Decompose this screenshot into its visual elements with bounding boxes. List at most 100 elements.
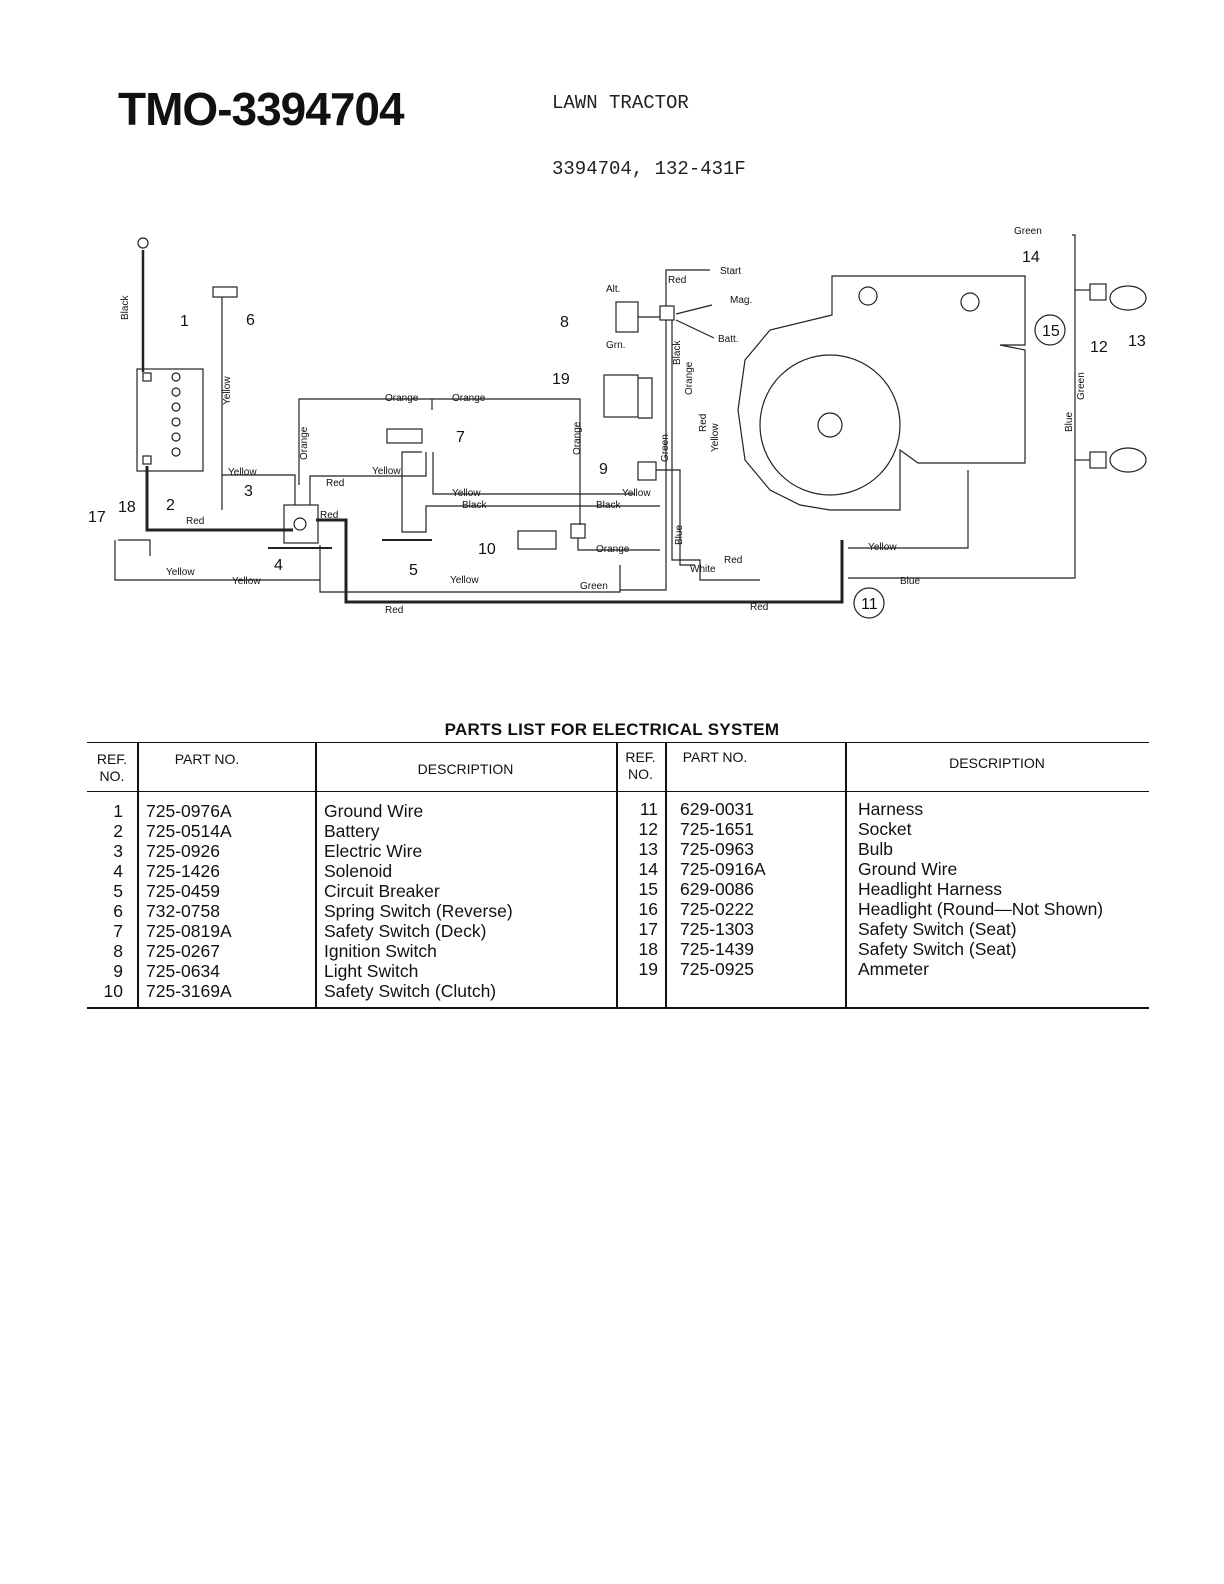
wire-label-red: Red [385, 605, 403, 616]
wire-label-yellow: Yellow [622, 488, 651, 499]
left-part-column: 725-0976A 725-0514A 725-0926 725-1426 72… [146, 801, 311, 1001]
table-cell-part: 725-1303 [680, 919, 754, 939]
wire-label-yellow: Yellow [450, 575, 479, 586]
header-description-left: DESCRIPTION [417, 761, 514, 777]
callout-numbers: 1 2 3 4 5 6 7 8 9 10 11 12 13 14 15 17 1… [88, 249, 1146, 613]
wire-label-red: Red [668, 275, 686, 286]
document-title: LAWN TRACTOR 3394704, 132-431F [552, 48, 746, 202]
table-cell-ref: 3 [113, 841, 123, 861]
terminal-batt: Batt. [718, 334, 739, 345]
wire-label-orange: Orange [299, 426, 310, 460]
header-description-right: DESCRIPTION [949, 755, 1045, 771]
table-cell-part: 732-0758 [146, 901, 220, 921]
wire-label-yellow: Yellow [228, 467, 257, 478]
right-part-column: 629-0031 725-1651 725-0963 725-0916A 629… [680, 799, 840, 979]
table-cell-ref: 2 [113, 821, 123, 841]
table-cell-description: Headlight (Round—Not Shown) [858, 899, 1104, 919]
wire-label-red: Red [186, 516, 204, 527]
wire-label-yellow: Yellow [372, 466, 401, 477]
header-part-no-right: PART NO. [682, 749, 748, 765]
table-cell-description: Ground Wire [324, 801, 424, 821]
table-cell-ref: 12 [638, 819, 658, 839]
table-cell-ref: 13 [638, 839, 658, 859]
wire-label-black: Black [596, 500, 621, 511]
title-line-2: 3394704, 132-431F [552, 158, 746, 180]
table-cell-part: 725-1439 [680, 939, 754, 959]
table-cell-ref: 10 [103, 981, 123, 1001]
table-cell-description: Solenoid [324, 861, 393, 881]
wiring-diagram: Black Yellow Yellow Red Yellow Red Red Y… [88, 226, 1147, 619]
table-cell-part: 725-1426 [146, 861, 220, 881]
battery-shape [136, 368, 204, 472]
wire-label-blue: Blue [674, 525, 685, 545]
wire-label-yellow: Yellow [710, 423, 721, 452]
table-cell-part: 629-0031 [680, 799, 754, 819]
col-divider [845, 743, 847, 1007]
table-cell-part: 725-0222 [680, 899, 754, 919]
wire-label-yellow: Yellow [232, 576, 261, 587]
wire-label-orange: Orange [385, 393, 419, 404]
title-line-1: LAWN TRACTOR [552, 92, 689, 114]
wire-label-orange: Orange [452, 393, 486, 404]
callout-7: 7 [456, 429, 465, 446]
table-cell-description: Bulb [858, 839, 894, 859]
header-part-no-left: PART NO. [174, 751, 240, 767]
wire-label-blue: Blue [1064, 412, 1075, 432]
table-cell-ref: 19 [638, 959, 658, 979]
table-cell-part: 725-0514A [146, 821, 232, 841]
battery-cells [171, 372, 181, 457]
callout-4: 4 [274, 557, 283, 574]
wire-label-blue: Blue [900, 576, 920, 587]
callout-3: 3 [244, 483, 253, 500]
table-cell-description: Harness [858, 799, 924, 819]
col-divider [665, 743, 667, 1007]
wire-label-orange: Orange [684, 361, 695, 395]
callout-10: 10 [478, 541, 496, 558]
table-cell-description: Circuit Breaker [324, 881, 440, 901]
wire-label-black: Black [462, 500, 487, 511]
wire-label-yellow: Yellow [166, 567, 195, 578]
right-ref-column: 11 12 13 14 15 16 17 18 19 [616, 799, 658, 979]
left-description-column: Ground Wire Battery Electric Wire Soleno… [324, 801, 614, 1001]
wire-label-green: Green [1076, 372, 1087, 400]
parts-table: REF. NO. PART NO. DESCRIPTION REF. NO. P… [87, 742, 1149, 1009]
table-cell-description: Ground Wire [858, 859, 958, 879]
ground-terminal [137, 237, 149, 249]
table-cell-ref: 7 [113, 921, 123, 941]
left-ref-column: 1 2 3 4 5 6 7 8 9 10 [87, 801, 123, 1001]
header-ref-no-left: REF. NO. [96, 751, 128, 784]
parts-list-title: PARTS LIST FOR ELECTRICAL SYSTEM [444, 720, 780, 739]
callout-18: 18 [118, 499, 136, 516]
callout-17: 17 [88, 509, 106, 526]
table-cell-ref: 14 [638, 859, 658, 879]
table-cell-ref: 16 [638, 899, 658, 919]
table-cell-description: Battery [324, 821, 380, 841]
callout-11: 11 [861, 596, 878, 613]
table-cell-description: Safety Switch (Deck) [324, 921, 487, 941]
wire-label-black: Black [672, 340, 683, 365]
col-divider [616, 743, 618, 1007]
table-cell-description: Spring Switch (Reverse) [324, 901, 513, 921]
wire-label-green: Green [660, 434, 671, 462]
table-cell-description: Socket [858, 819, 912, 839]
wire-label-green: Green [580, 581, 608, 592]
table-cell-ref: 17 [638, 919, 658, 939]
table-cell-part: 725-0916A [680, 859, 766, 879]
callout-2: 2 [166, 497, 175, 514]
table-cell-part: 725-0267 [146, 941, 220, 961]
table-cell-part: 725-3169A [146, 981, 232, 1001]
table-cell-ref: 9 [113, 961, 123, 981]
wire-label-green: Green [1014, 226, 1042, 237]
wire-paths [114, 234, 1147, 619]
table-cell-ref: 11 [639, 799, 658, 819]
wire-label-red: Red [750, 602, 768, 613]
callout-13: 13 [1128, 333, 1146, 350]
table-cell-part: 725-0925 [680, 959, 754, 979]
terminal-alt: Alt. [606, 284, 620, 295]
terminal-start: Start [720, 266, 741, 277]
wire-label-white: White [690, 564, 716, 575]
callout-15: 15 [1042, 323, 1060, 340]
right-description-column: Harness Socket Bulb Ground Wire Headligh… [858, 799, 1148, 979]
table-cell-ref: 5 [113, 881, 123, 901]
wire-label-black: Black [120, 295, 131, 320]
